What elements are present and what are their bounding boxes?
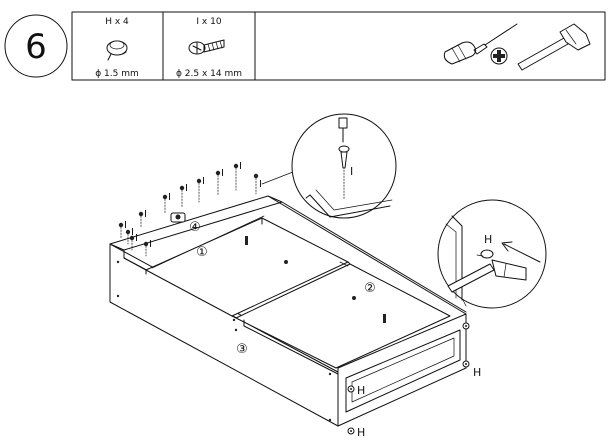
nail-marker: H (462, 360, 481, 379)
screw-marker: I (233, 161, 242, 191)
nail-markers: H H H (347, 322, 481, 439)
nail-marker: H (347, 426, 365, 439)
nail-detail-label: H (484, 233, 492, 246)
part-i-cell: I x 10 ϕ 2.5 x 14 mm (176, 17, 242, 79)
screw-marker: I (196, 176, 205, 203)
screw-marker: I (125, 227, 134, 245)
part-h-quantity: H x 4 (105, 17, 129, 27)
screw-label: I (149, 239, 152, 250)
panel-label-1: ① (196, 245, 208, 260)
screw-icon (188, 39, 225, 55)
nail-icon (106, 40, 128, 61)
nail-label: H (357, 384, 365, 397)
screw-marker: I (143, 239, 152, 257)
nail-label: H (473, 366, 481, 379)
panel-label-2: ② (364, 281, 376, 296)
part-i-quantity: I x 10 (196, 17, 221, 27)
screw-label: I (168, 192, 171, 203)
nail-marker: H (347, 384, 365, 397)
cam-lock-icon (170, 212, 186, 223)
part-h-spec: ϕ 1.5 mm (95, 69, 139, 79)
screw-marker: I (162, 192, 171, 215)
screw-marker: I (118, 220, 127, 239)
screw-label: I (202, 176, 205, 187)
parts-tools-box (71, 11, 606, 81)
inner-panel-2 (235, 263, 451, 369)
arrow-icon (501, 241, 541, 263)
screw-marker: I (215, 168, 224, 197)
screw-marker: I (138, 209, 147, 229)
step-number-badge (4, 14, 68, 78)
screw-label: I (239, 161, 242, 172)
step-number: 6 (25, 27, 47, 67)
nail-detail-callout: H (437, 199, 547, 309)
part-i-spec: ϕ 2.5 x 14 mm (176, 69, 242, 79)
screw-detail-icon (338, 117, 350, 201)
phillips-head-icon (490, 47, 508, 65)
screwdriver-icon (443, 23, 518, 65)
nail-detail-icon (476, 249, 494, 259)
screw-marker: I (129, 233, 138, 251)
screw-markers: I I I I I I I I I I I (118, 161, 262, 257)
nail-label: H (357, 426, 365, 439)
part-h-cell: H x 4 ϕ 1.5 mm (95, 17, 139, 79)
screw-label: I (124, 220, 127, 231)
screw-label: I (131, 227, 134, 238)
nail-marker (462, 322, 470, 330)
screw-label: I (135, 233, 138, 244)
screw-detail-callout: I (261, 113, 397, 219)
screw-detail-label: I (350, 165, 353, 178)
screw-label: I (259, 179, 262, 190)
screw-label: I (144, 209, 147, 220)
panel-label-3: ③ (236, 342, 248, 357)
screw-marker: I (179, 183, 188, 209)
cabinet-carcass (109, 195, 467, 427)
screw-label: I (221, 168, 224, 179)
hammer-detail-icon (447, 259, 527, 293)
screw-marker: I (253, 173, 262, 195)
panel-label-4: ④ (189, 220, 201, 235)
step-header: 6 H x 4 ϕ 1.5 mm I x 10 ϕ 2.5 x 14 mm (4, 11, 606, 81)
hammer-icon (517, 23, 591, 71)
screw-label: I (185, 183, 188, 194)
